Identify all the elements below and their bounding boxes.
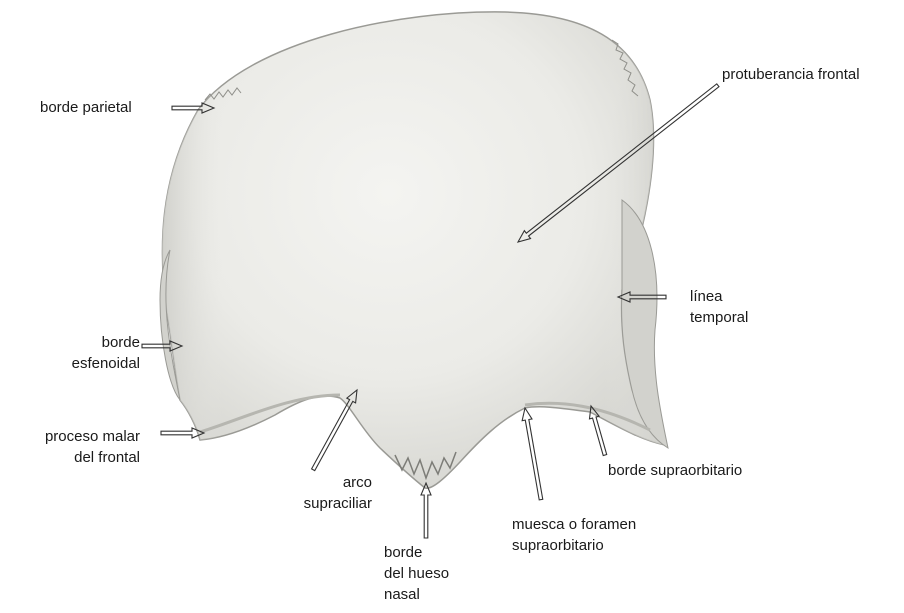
label-muesca-supraorbitaria: muesca o foramen supraorbitario: [512, 514, 636, 556]
label-borde-parietal: borde parietal: [40, 97, 132, 118]
label-linea-temporal: línea temporal: [690, 286, 748, 328]
arrow-muesca: [520, 407, 546, 500]
arrow-borde-nasal: [421, 483, 431, 538]
label-borde-supraorbitario: borde supraorbitario: [608, 460, 742, 481]
label-arco-supraciliar: arco supraciliar: [270, 472, 372, 514]
label-borde-esfenoidal: borde esfenoidal: [58, 332, 140, 374]
label-protuberancia-frontal: protuberancia frontal: [722, 64, 860, 85]
label-proceso-malar: proceso malar del frontal: [8, 426, 140, 468]
label-borde-hueso-nasal: borde del hueso nasal: [384, 542, 449, 605]
